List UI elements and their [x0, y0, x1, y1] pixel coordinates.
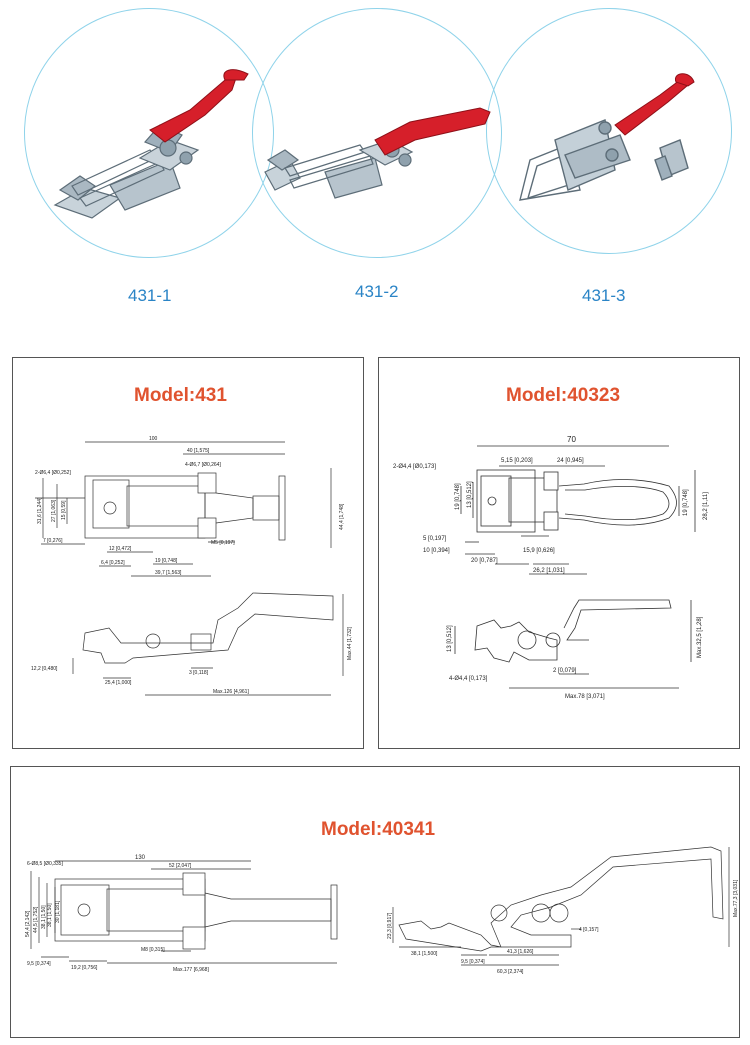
dim-d603: 60,3 [2,374]: [497, 969, 524, 975]
dim-d262: 26,2 [1,031]: [533, 568, 565, 574]
dim-max78: Max.78 [3,071]: [565, 694, 605, 700]
dim-d40: 40 [1,575]: [187, 448, 210, 454]
product-label-431-3: 431-3: [582, 286, 626, 305]
dim-d122: 12,2 [0,480]: [31, 666, 58, 672]
dim-d19: 19 [0,748]: [155, 558, 178, 564]
dim-h13a: 13 [0,512]: [467, 481, 473, 508]
product-image-431-3: [519, 73, 695, 201]
dim-d95b: 9,5 [0,374]: [461, 959, 485, 965]
dim-d7: 7 [0,276]: [43, 538, 63, 544]
dim-hole2: 2-Ø6,4 [Ø0,252]: [35, 470, 71, 476]
dim-d192: 19,2 [0,756]: [71, 965, 98, 971]
dim-d5: 5 [0,197]: [423, 536, 447, 542]
dim-max44: Max.44 [1,732]: [347, 626, 353, 660]
dim-hole2: 2-Ø4,4 [Ø0,173]: [393, 464, 436, 470]
dim-d95: 9,5 [0,374]: [27, 961, 51, 967]
dim-d52: 52 [2,047]: [169, 863, 192, 869]
dim-d413: 41,3 [1,626]: [507, 949, 534, 955]
dim-d10: 10 [0,394]: [423, 548, 450, 554]
dim-d100: 100: [149, 436, 158, 442]
dim-d64: 6,4 [0,252]: [101, 560, 125, 566]
dim-h19b: 19 [0,748]: [683, 489, 689, 516]
dim-max773: Max.77,3 [3,031]: [733, 879, 739, 917]
panel-model-40323: Model:40323: [378, 357, 740, 749]
dim-h30: 30 [1,181]: [55, 900, 61, 923]
dim-h282: 28,2 [1,11]: [703, 492, 709, 520]
dim-d4: 4 [0,157]: [579, 927, 599, 933]
dim-d254: 25,4 [1,000]: [105, 680, 132, 686]
dim-d381: 38,1 [1,500]: [411, 951, 438, 957]
dim-h44: 44,4 [1,748]: [339, 503, 345, 530]
dim-d70: 70: [567, 435, 576, 444]
product-circle-431-1: [24, 8, 274, 258]
panel-model-431: Model:431: [12, 357, 364, 749]
dim-h27: 27 [1,063]: [51, 499, 57, 522]
dim-d3: 3 [0,118]: [189, 670, 209, 676]
dim-hole4: 4-Ø4,4 [0,173]: [449, 676, 488, 682]
dim-m8: M8 [0,315]: [141, 947, 165, 953]
product-circle-431-3: [486, 8, 732, 254]
dim-h381: 38,1 [1,50]: [41, 905, 47, 929]
dim-h31: 31,6 [1,244]: [37, 497, 43, 524]
panel-model-40341: Model:40341: [10, 766, 740, 1038]
drawing-431: 100 40 [1,575] 4-Ø6,7 [Ø0,264] 2-Ø6,4 [Ø…: [31, 436, 353, 696]
dim-d397: 39,7 [1,563]: [155, 570, 182, 576]
dim-d24: 24 [0,945]: [557, 458, 584, 464]
dim-d515: 5,15 [0,203]: [501, 458, 533, 464]
dim-h233: 23,3 [0,917]: [387, 912, 393, 939]
dim-d130: 130: [135, 855, 146, 861]
dim-h445: 44,5 [1,752]: [33, 906, 39, 933]
dim-h381b: 38,1 [1,50]: [47, 903, 53, 927]
product-label-431-1: 431-1: [128, 286, 172, 305]
dim-d12: 12 [0,472]: [109, 546, 132, 552]
dim-h15: 15 [0,59]: [61, 500, 67, 520]
dim-h544: 54,4 [2,142]: [25, 910, 31, 937]
dim-h13b: 13 [0,512]: [447, 625, 453, 652]
dim-d2: 2 [0,079]: [553, 668, 577, 674]
dim-d20: 20 [0,787]: [471, 558, 498, 564]
panel-title: Model:40323: [506, 385, 621, 406]
product-label-431-2: 431-2: [355, 282, 399, 301]
product-image-431-1: [53, 69, 249, 219]
dim-m5: M5 [0,197]: [211, 540, 235, 546]
product-image-431-2: [264, 107, 491, 199]
dim-max177: Max.177 [6,968]: [173, 967, 209, 973]
dim-max126: Max.126 [4,961]: [213, 689, 249, 695]
drawing-40323: 70 5,15 [0,203] 24 [0,945] 2-Ø4,4 [Ø0,17…: [393, 435, 709, 700]
dim-hole4: 4-Ø6,7 [Ø0,264]: [185, 462, 221, 468]
dim-hole6: 6-Ø8,5 [Ø0,335]: [27, 861, 63, 867]
panel-title: Model:431: [134, 385, 227, 406]
dim-h19a: 19 [0,748]: [455, 483, 461, 510]
dim-h325: Max.32,5 [1,28]: [697, 616, 703, 658]
drawing-40341: 130 52 [2,047] 6-Ø8,5 [Ø0,335] 54,4 [2,1…: [25, 846, 739, 975]
dim-d159: 15,9 [0,626]: [523, 548, 555, 554]
panel-title: Model:40341: [321, 819, 436, 840]
